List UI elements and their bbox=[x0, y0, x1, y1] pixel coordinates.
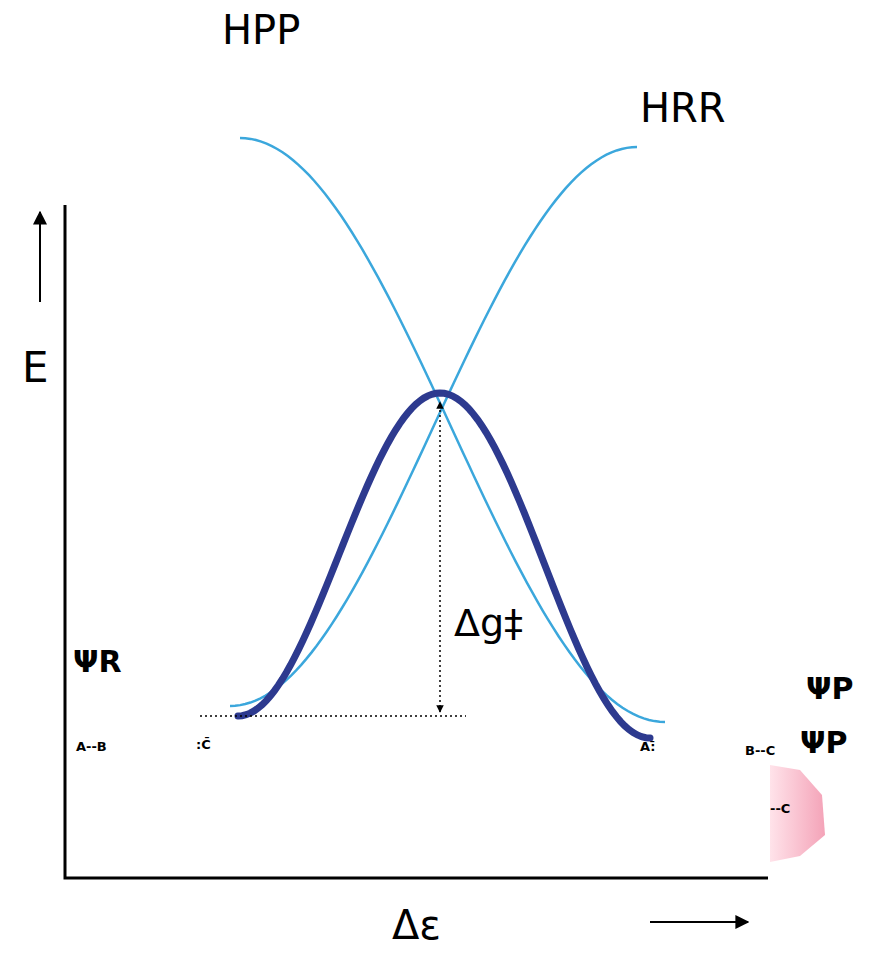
adiabatic-curve bbox=[238, 393, 650, 738]
baseline-dotted bbox=[200, 715, 466, 717]
axes bbox=[65, 205, 768, 878]
curve-label: HPP bbox=[222, 8, 300, 52]
axis-label: E bbox=[22, 345, 49, 391]
energy-arrow bbox=[39, 212, 41, 302]
structure-label: A:̄ bbox=[640, 740, 656, 754]
state-label: ΨP bbox=[806, 672, 853, 705]
coordinate-arrow bbox=[650, 921, 748, 923]
barrier-label: Δg‡ bbox=[454, 603, 523, 645]
structure-label: --C bbox=[770, 802, 790, 816]
state-label: ΨR bbox=[73, 645, 122, 678]
curve-label: HRR bbox=[640, 86, 726, 130]
axis-label: Δε bbox=[392, 903, 441, 947]
barrier-arrow bbox=[439, 402, 441, 712]
reactant-curve bbox=[230, 147, 637, 706]
structure-label: B--C bbox=[745, 744, 775, 758]
structure-label: :C̄ bbox=[196, 738, 211, 752]
structure-label: A--B bbox=[76, 740, 107, 754]
pink-blob bbox=[770, 765, 825, 862]
state-label: ΨP bbox=[800, 726, 847, 759]
